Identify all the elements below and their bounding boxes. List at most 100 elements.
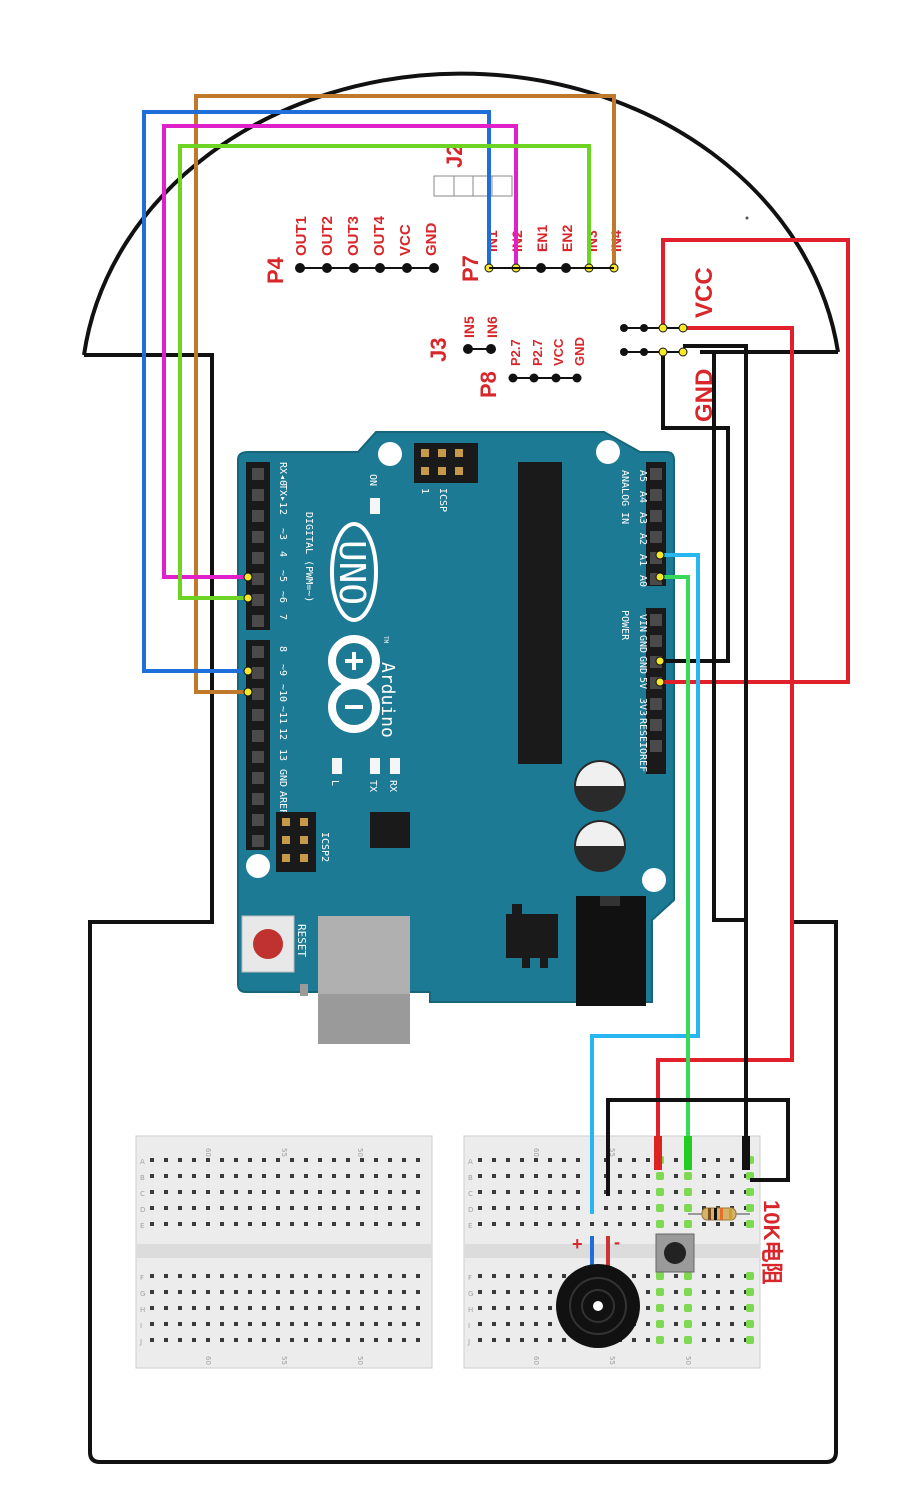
breadboard-hole (248, 1322, 252, 1326)
breadboard-hole (632, 1222, 636, 1226)
digital-pin-label: ~3 (277, 528, 288, 540)
p8-pin (572, 373, 582, 383)
arduino-uno-board: RX◂0 TX▸1 2 ~3 4 ~5 ~6 7 8 ~9 ~10 ~11 12… (237, 431, 675, 1044)
breadboard-hole (674, 1206, 678, 1210)
breadboard-hole (632, 1206, 636, 1210)
breadboard-hole (234, 1206, 238, 1210)
active-hole (656, 1220, 664, 1228)
active-hole (684, 1336, 692, 1344)
breadboard-row-letter: J (467, 1338, 470, 1346)
wire-black-long (700, 350, 748, 922)
header-p7: P7 IN1 IN2 EN1 EN2 IN3 IN4 (458, 225, 624, 282)
power-header-label: POWER (619, 610, 630, 641)
breadboard-hole (150, 1222, 154, 1226)
breadboard-hole (534, 1206, 538, 1210)
breadboard-hole (206, 1290, 210, 1294)
breadboard-hole (304, 1322, 308, 1326)
breadboard-hole (548, 1158, 552, 1162)
breadboard-hole (548, 1322, 552, 1326)
digital-pin-label: GND (277, 769, 288, 787)
breadboard-row-letter: D (468, 1206, 473, 1214)
breadboard-hole (478, 1158, 482, 1162)
breadboard-hole (290, 1306, 294, 1310)
breadboard-hole (492, 1158, 496, 1162)
breadboard-hole (276, 1190, 280, 1194)
power-pin-label: RESET (637, 718, 648, 748)
active-hole (746, 1220, 754, 1228)
breadboard-hole (576, 1206, 580, 1210)
active-hole (656, 1172, 664, 1180)
breadboard-hole (548, 1338, 552, 1342)
breadboard-hole (646, 1174, 650, 1178)
breadboard-row-letter: G (468, 1290, 473, 1298)
wire-black-loop (606, 1098, 790, 1196)
breadboard-hole (276, 1290, 280, 1294)
breadboard-hole (276, 1306, 280, 1310)
wire-black-gnd (656, 352, 730, 663)
breadboard-hole (534, 1190, 538, 1194)
breadboard-hole (290, 1222, 294, 1226)
breadboard-hole (478, 1322, 482, 1326)
breadboard-hole (632, 1174, 636, 1178)
breadboard-hole (534, 1306, 538, 1310)
breadboard-hole (548, 1190, 552, 1194)
breadboard-hole (716, 1322, 720, 1326)
active-hole (684, 1320, 692, 1328)
breadboard-hole (534, 1290, 538, 1294)
breadboard-hole (402, 1174, 406, 1178)
breadboard-hole (150, 1190, 154, 1194)
breadboard-hole (290, 1290, 294, 1294)
breadboard-row-letter: H (468, 1306, 473, 1314)
breadboard-hole (674, 1158, 678, 1162)
arduino-tm: TM (382, 636, 389, 644)
breadboard-hole (220, 1206, 224, 1210)
breadboard-row-letter: B (468, 1174, 473, 1182)
breadboard-row-letter: F (140, 1274, 144, 1282)
col-number: 60 (532, 1356, 540, 1365)
breadboard-hole (388, 1274, 392, 1278)
header-p4-name: P4 (263, 256, 288, 284)
header-p7-name: P7 (458, 255, 483, 282)
breadboard-hole (276, 1222, 280, 1226)
breadboard-hole (618, 1190, 622, 1194)
breadboard-hole (674, 1174, 678, 1178)
breadboard-hole (388, 1174, 392, 1178)
col-number: 55 (280, 1148, 288, 1157)
breadboard-hole (332, 1306, 336, 1310)
breadboard-hole (506, 1222, 510, 1226)
breadboard-hole (360, 1206, 364, 1210)
power-pin-label: IOREF (637, 742, 648, 772)
col-number: 50 (356, 1356, 364, 1365)
breadboard-hole (150, 1306, 154, 1310)
breadboard-hole (492, 1338, 496, 1342)
breadboard-hole (178, 1206, 182, 1210)
breadboard-hole (534, 1158, 538, 1162)
breadboard-hole (206, 1322, 210, 1326)
breadboard-hole (520, 1174, 524, 1178)
breadboard-hole (276, 1158, 280, 1162)
j3-pin-label: IN5 (461, 316, 477, 338)
breadboard-hole (632, 1338, 636, 1342)
breadboard-hole (374, 1322, 378, 1326)
breadboard-hole (674, 1190, 678, 1194)
col-number: 55 (608, 1356, 616, 1365)
breadboard-hole (164, 1190, 168, 1194)
breadboard-hole (248, 1290, 252, 1294)
analog-pin-label: A5 (637, 470, 648, 482)
breadboard-row-letter: F (468, 1274, 472, 1282)
breadboard-hole (548, 1222, 552, 1226)
power-vcc-label: VCC (691, 267, 718, 318)
breadboard-hole (150, 1274, 154, 1278)
breadboard-hole (234, 1174, 238, 1178)
breadboard-hole (234, 1322, 238, 1326)
digital-pin-label: RX◂0 (277, 462, 288, 486)
breadboard-hole (304, 1290, 308, 1294)
breadboard-hole (346, 1190, 350, 1194)
analog-pin-label: A1 (637, 554, 648, 566)
breadboard-hole (206, 1158, 210, 1162)
digital-pin-label: 4 (277, 551, 288, 557)
arduino-brand: Arduino (377, 662, 398, 738)
breadboard-hole (360, 1158, 364, 1162)
breadboard-hole (262, 1158, 266, 1162)
